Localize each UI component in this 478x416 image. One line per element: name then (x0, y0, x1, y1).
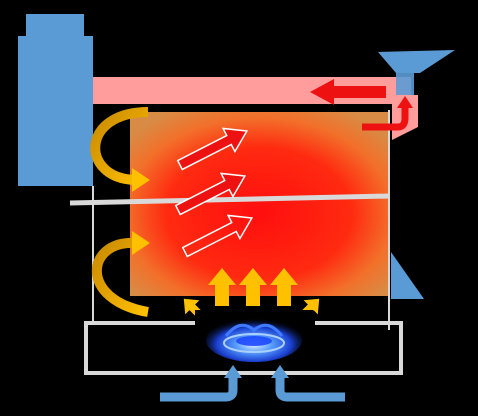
circulation-arrow-icon (90, 107, 150, 192)
gas-flow-arrow-icon (176, 127, 249, 171)
hopper-funnel-icon (378, 50, 455, 95)
air-inlet-arrow-icon (160, 365, 242, 402)
gas-flow-arrows (174, 79, 413, 258)
air-inlet-arrow-icon (271, 365, 345, 402)
circulation-arrows (90, 107, 150, 317)
gas-flow-arrow-icon (181, 214, 254, 258)
heat-rise-arrow-icon (270, 268, 298, 306)
combustion-chamber (130, 112, 388, 296)
side-deflector (391, 252, 424, 299)
heat-rise-arrow-icon (239, 268, 267, 306)
air-inlets (160, 365, 345, 402)
water-tank-icon (18, 14, 93, 186)
circulation-arrow-icon (91, 231, 150, 317)
gas-flow-arrow-icon (174, 172, 247, 216)
base-frame (84, 321, 403, 375)
burner-flame-icon (195, 310, 313, 365)
heat-rise-arrow-icon (208, 268, 236, 306)
gas-flow-arrow-icon (362, 108, 409, 131)
gas-flow-arrow-icon (310, 79, 386, 105)
divider-plate (69, 193, 391, 206)
frame-lines (92, 110, 390, 330)
